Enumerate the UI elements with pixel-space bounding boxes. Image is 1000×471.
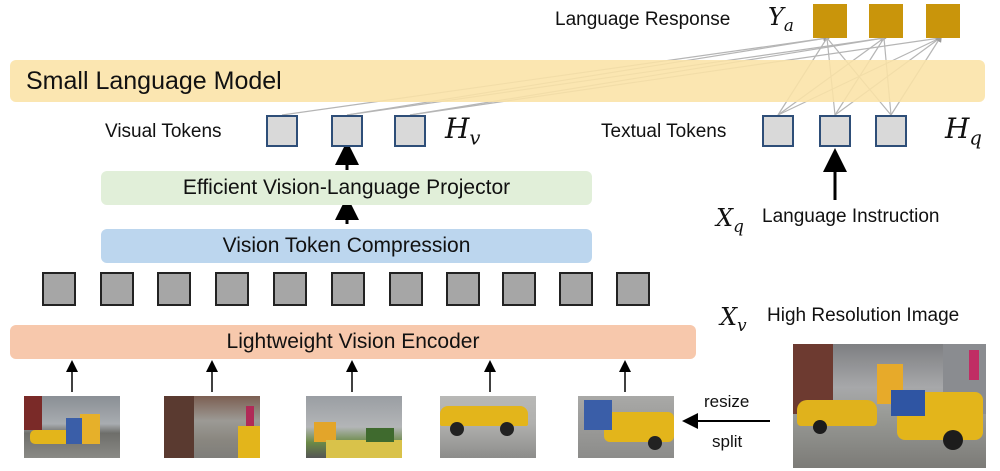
language-response-label: Language Response	[555, 9, 731, 30]
visual-tokens-symbol: Hv	[445, 112, 481, 150]
response-token-2	[869, 4, 903, 38]
patch-token	[42, 272, 76, 306]
response-token-3	[926, 4, 960, 38]
small-language-model-label: Small Language Model	[26, 66, 282, 95]
visual-token-3	[394, 115, 426, 147]
patch-token	[389, 272, 423, 306]
high-resolution-image	[793, 344, 986, 468]
pipeline-arrows	[335, 141, 847, 224]
language-instruction-label: Language Instruction	[762, 206, 940, 227]
instruction-symbol: Xq	[716, 204, 744, 236]
image-symbol: Xv	[720, 303, 747, 335]
patch-token	[446, 272, 480, 306]
textual-tokens-label: Textual Tokens	[601, 121, 727, 142]
patch-token	[157, 272, 191, 306]
patch-token	[215, 272, 249, 306]
patch-token	[100, 272, 134, 306]
image-crop-2	[164, 396, 260, 458]
vision-token-compression-bar: Vision Token Compression	[101, 229, 592, 263]
image-crop-5	[578, 396, 674, 458]
patch-token	[331, 272, 365, 306]
compression-label: Vision Token Compression	[222, 234, 471, 257]
vision-language-projector-bar: Efficient Vision-Language Projector	[101, 171, 592, 205]
encoder-label: Lightweight Vision Encoder	[226, 330, 480, 353]
textual-token-2	[819, 115, 851, 147]
patch-token	[616, 272, 650, 306]
visual-tokens-label: Visual Tokens	[105, 121, 222, 142]
visual-token-2	[331, 115, 363, 147]
lightweight-vision-encoder-bar: Lightweight Vision Encoder	[10, 325, 696, 359]
image-crop-1	[24, 396, 120, 458]
projector-label: Efficient Vision-Language Projector	[182, 176, 511, 199]
response-token-1	[813, 4, 847, 38]
textual-token-3	[875, 115, 907, 147]
textual-tokens-symbol: Hq	[945, 112, 982, 150]
split-label: split	[712, 432, 743, 451]
crop-arrows	[66, 360, 631, 392]
resize-label: resize	[704, 392, 750, 411]
response-symbol: Ya	[768, 3, 794, 35]
image-crop-3	[306, 396, 402, 458]
textual-token-1	[762, 115, 794, 147]
patch-token	[273, 272, 307, 306]
image-crop-4	[440, 396, 536, 458]
high-resolution-image-label: High Resolution Image	[767, 305, 960, 326]
small-language-model-bar: Small Language Model	[10, 60, 985, 102]
patch-token	[502, 272, 536, 306]
patch-token	[559, 272, 593, 306]
visual-token-1	[266, 115, 298, 147]
